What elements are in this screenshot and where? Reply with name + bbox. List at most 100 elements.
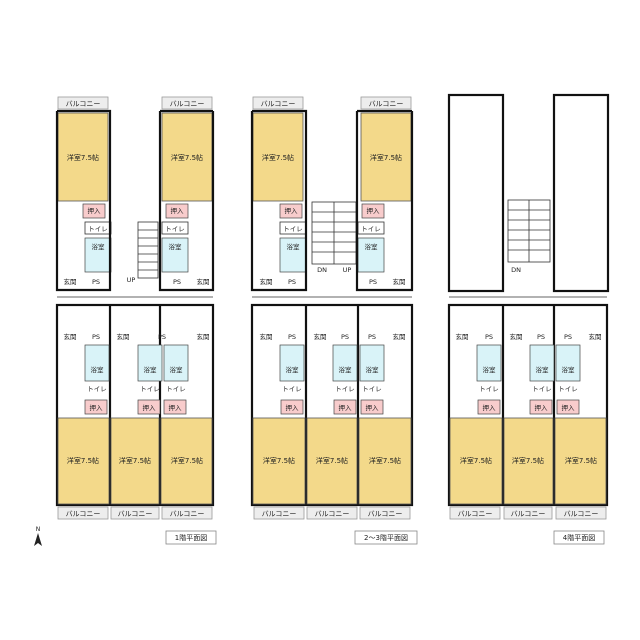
bath-label: 浴室: [365, 242, 379, 251]
balcony-label: バルコニー: [66, 100, 101, 108]
entrance-label: 玄関: [393, 277, 406, 286]
ps-label: PS: [288, 333, 296, 341]
bath-23f-tr: [357, 237, 385, 273]
toilet-label: トイレ: [283, 225, 303, 233]
closet-23f-tr: [361, 203, 385, 219]
plan-caption-4f: 4階平面図: [563, 533, 595, 542]
entrance-label: 玄関: [117, 332, 130, 341]
balcony-label: バルコニー: [369, 100, 404, 108]
toilet-label: トイレ: [362, 385, 382, 393]
balcony-label: バルコニー: [261, 100, 296, 108]
ps-label: PS: [92, 333, 100, 341]
stair-1f: [137, 221, 159, 279]
entrance-label: 玄関: [197, 332, 210, 341]
room-label: 洋室7.5帖: [262, 153, 294, 162]
bath-23f-bm: [332, 344, 358, 382]
ps-label: PS: [158, 333, 166, 341]
bath-23f-tl: [279, 237, 307, 273]
closet-label: 押入: [169, 403, 183, 412]
room-label: 洋室7.5帖: [316, 456, 348, 465]
balcony-1f-bottom-mid: [110, 506, 160, 520]
closet-1f-tl: [82, 203, 106, 219]
room-label: 洋室7.5帖: [67, 153, 99, 162]
closet-1f-bl: [84, 399, 108, 415]
balcony-1f-bottom-left: [57, 506, 109, 520]
room-label: 洋室7.5帖: [119, 456, 151, 465]
bath-1f-bl: [84, 344, 110, 382]
caption-box-1f: [165, 530, 217, 545]
toilet-1f-tr: [161, 221, 189, 235]
closet-23f-br: [360, 399, 384, 415]
ps-label: PS: [341, 333, 349, 341]
toilet-label: トイレ: [479, 385, 499, 393]
closet-label: 押入: [339, 403, 353, 412]
balcony-4f-bottom-left: [449, 506, 501, 520]
closet-23f-bm: [333, 399, 357, 415]
bath-1f-tl: [84, 237, 112, 273]
bath-label: 浴室: [91, 365, 105, 374]
entrance-label: 玄関: [64, 332, 77, 341]
entrance-label: 玄関: [314, 332, 327, 341]
balcony-23f-bottom-left: [253, 506, 305, 520]
bath-label: 浴室: [483, 365, 497, 374]
walls-1f-top: [55, 109, 215, 292]
room-1f-bottom-mid: [110, 417, 160, 505]
bath-1f-br: [163, 344, 189, 382]
ps-label: PS: [92, 278, 100, 286]
toilet-label: トイレ: [282, 385, 302, 393]
entrance-label: 玄関: [197, 277, 210, 286]
balcony-label: バルコニー: [118, 510, 153, 518]
balcony-label: バルコニー: [368, 510, 403, 518]
toilet-label: トイレ: [335, 385, 355, 393]
ps-label: PS: [537, 333, 545, 341]
bath-1f-tr: [161, 237, 189, 273]
bath-label: 浴室: [92, 242, 106, 251]
closet-4f-bl: [477, 399, 501, 415]
balcony-23f-top-left: [252, 96, 304, 110]
room-label: 洋室7.5帖: [369, 456, 401, 465]
closet-label: 押入: [366, 403, 380, 412]
north-label: N: [36, 526, 41, 533]
bath-23f-bl: [279, 344, 305, 382]
room-label: 洋室7.5帖: [512, 456, 544, 465]
walls-4f-bottom: [447, 303, 609, 507]
closet-23f-bl: [280, 399, 304, 415]
room-4f-bottom-mid: [503, 417, 554, 505]
walls-23f-top: [250, 109, 414, 292]
closet-label: 押入: [562, 403, 576, 412]
room-23f-top-left: [252, 112, 304, 202]
plan-4f: DN 玄関 PS 玄関 PS PS 玄関 浴室 浴室 浴室 トイレ トイレ トイ…: [447, 93, 610, 545]
entrance-label: 玄関: [64, 277, 77, 286]
balcony-label: バルコニー: [170, 510, 205, 518]
caption-box-4f: [553, 530, 605, 545]
bath-label: 浴室: [339, 365, 353, 374]
toilet-label: トイレ: [361, 225, 381, 233]
toilet-label: トイレ: [558, 385, 578, 393]
bath-4f-bl: [476, 344, 502, 382]
closet-23f-tl: [279, 203, 303, 219]
ps-label: PS: [288, 278, 296, 286]
entrance-label: 玄関: [510, 332, 523, 341]
room-label: 洋室7.5帖: [171, 153, 203, 162]
bath-4f-br: [555, 344, 581, 382]
toilet-label: トイレ: [166, 385, 186, 393]
balcony-label: バルコニー: [66, 510, 101, 518]
balcony-label: バルコニー: [170, 100, 205, 108]
balcony-label: バルコニー: [564, 510, 599, 518]
balcony-23f-bottom-mid: [306, 506, 358, 520]
balcony-23f-bottom-right: [359, 506, 411, 520]
room-label: 洋室7.5帖: [67, 456, 99, 465]
room-1f-bottom-left: [57, 417, 110, 505]
room-label: 洋室7.5帖: [263, 456, 295, 465]
stair-dn-label: DN: [317, 266, 327, 274]
room-label: 洋室7.5帖: [171, 456, 203, 465]
bath-label: 浴室: [287, 242, 301, 251]
room-23f-bottom-left: [252, 417, 306, 505]
roof-4f-right: [552, 93, 610, 293]
bath-label: 浴室: [144, 365, 158, 374]
ps-label: PS: [369, 278, 377, 286]
toilet-label: トイレ: [88, 225, 108, 233]
closet-1f-tr: [165, 203, 189, 219]
entrance-label: 玄関: [393, 332, 406, 341]
closet-label: 押入: [171, 206, 185, 215]
